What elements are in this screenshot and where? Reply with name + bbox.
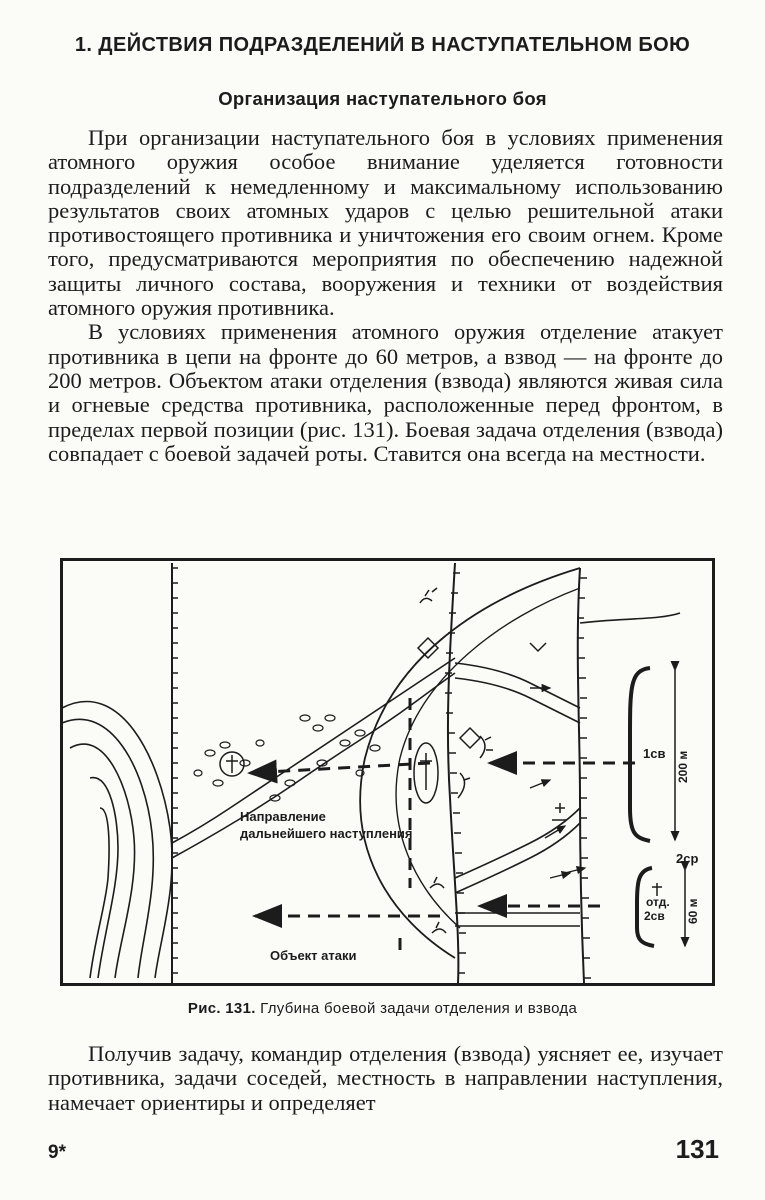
enemy-positions (416, 587, 566, 934)
trench-hatches (172, 567, 591, 979)
terrain-contours (61, 700, 173, 979)
label-direction-1: Направление (240, 809, 326, 824)
label-attack-object: Объект атаки (270, 948, 357, 963)
figure-frame (60, 558, 715, 986)
section-heading: Организация наступательного боя (218, 88, 547, 109)
caption-text: Глубина боевой задачи отделения и взвода (255, 1000, 578, 1017)
tactical-map: Направление дальнейшего наступления Объе… (60, 558, 715, 986)
label-platoon-2: 2св (644, 909, 665, 923)
atomic-burst-icon (219, 751, 245, 777)
paragraph: Получив задачу, командир отделения (взво… (48, 1041, 723, 1115)
figure-caption: Рис. 131. Глубина боевой задачи отделени… (0, 1000, 765, 1017)
label-direction-2: дальнейшего наступления (240, 826, 413, 841)
paragraph: В условиях применения атомного оружия от… (48, 319, 723, 466)
figure-131: Направление дальнейшего наступления Объе… (60, 558, 715, 986)
attack-arrows (247, 698, 635, 958)
caption-number: Рис. 131. (187, 1000, 256, 1017)
page-number: 131 (675, 1134, 719, 1164)
chapter-heading: 1. ДЕЙСТВИЯ ПОДРАЗДЕЛЕНИЙ В НАСТУПАТЕЛЬН… (74, 34, 691, 56)
shell-craters (193, 714, 381, 802)
atomic-burst-icon-2 (413, 742, 439, 804)
label-platoon-1: 1св (643, 746, 665, 761)
wedge-lines (171, 612, 681, 927)
label-company-2: 2ср (676, 851, 698, 866)
body-text-bottom: Получив задачу, командир отделения (взво… (48, 1041, 723, 1115)
signature-mark: 9* (48, 1142, 66, 1163)
body-text-top: При организации наступательного боя в ус… (48, 125, 723, 466)
label-dist-200: 200 м (676, 751, 690, 783)
attack-sector-arc (359, 567, 581, 959)
unit-brackets (628, 661, 690, 948)
small-arrows (529, 683, 587, 880)
label-squad: отд. (646, 895, 670, 909)
trench-lines (171, 562, 585, 984)
label-dist-60: 60 м (686, 898, 700, 924)
paragraph: При организации наступательного боя в ус… (48, 125, 723, 321)
